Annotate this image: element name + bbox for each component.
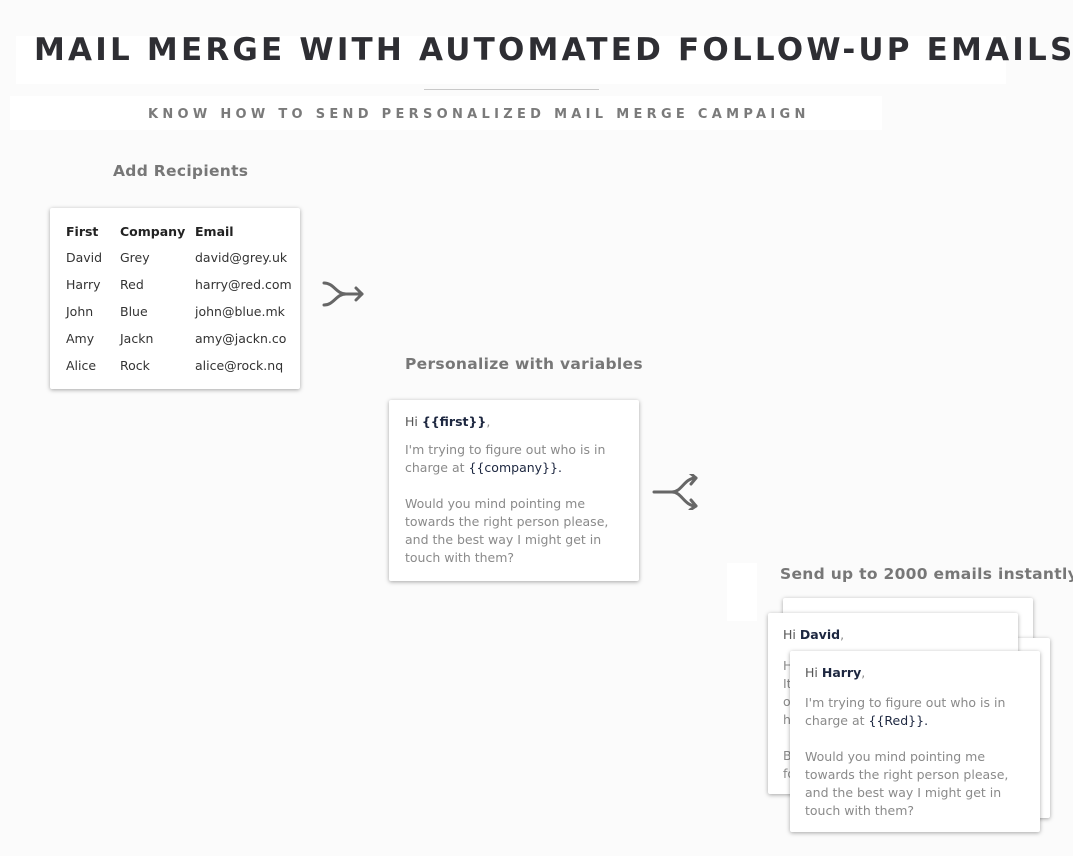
- step-label-send: Send up to 2000 emails instantly: [780, 565, 1073, 583]
- recipients-table: First Company Email David Grey david@gre…: [66, 218, 295, 379]
- table-header-row: First Company Email: [66, 218, 295, 244]
- cell-first: Amy: [66, 331, 95, 346]
- body-line: towards the right person please,: [805, 767, 1009, 782]
- greeting-line: Hi {{first}},: [405, 414, 491, 429]
- cell-company: Blue: [120, 304, 148, 319]
- body-line: I'm trying to figure out who is in: [405, 442, 606, 457]
- template-email-card: Hi {{first}}, I'm trying to figure out w…: [389, 400, 639, 581]
- merge-arrow-icon: [322, 280, 366, 308]
- cell-company: Jackn: [120, 331, 154, 346]
- greeting-line: Hi Harry,: [805, 665, 866, 680]
- recipients-card: First Company Email David Grey david@gre…: [50, 208, 300, 389]
- split-arrow-icon: [652, 474, 698, 510]
- body-line: charge at {{company}}.: [405, 460, 562, 475]
- column-header-first: First: [66, 223, 99, 239]
- variable-company: {{company}}.: [468, 460, 562, 475]
- title-divider: [424, 89, 599, 90]
- body-line: touch with them?: [805, 803, 915, 818]
- title-backdrop: [16, 36, 1006, 84]
- recipient-name: Harry: [821, 665, 862, 680]
- cell-first: John: [66, 304, 94, 319]
- page-subtitle: KNOW HOW TO SEND PERSONALIZED MAIL MERGE…: [148, 107, 810, 122]
- table-row: Harry Red harry@red.com: [66, 271, 295, 298]
- cell-email: david@grey.uk: [195, 250, 288, 265]
- table-row: Alice Rock alice@rock.nq: [66, 352, 295, 379]
- body-line: Would you mind pointing me: [805, 749, 986, 764]
- cell-email: alice@rock.nq: [195, 358, 284, 373]
- cell-company: Rock: [120, 358, 150, 373]
- column-header-email: Email: [195, 223, 234, 239]
- decorative-patch: [727, 563, 757, 621]
- cell-first: Alice: [66, 358, 97, 373]
- cell-email: harry@red.com: [195, 277, 292, 292]
- column-header-company: Company: [120, 223, 186, 239]
- cell-company: Red: [120, 277, 144, 292]
- cell-first: Harry: [66, 277, 101, 292]
- subtitle-backdrop: [10, 96, 882, 130]
- variable-company-value: {{Red}}.: [868, 713, 929, 728]
- body-line: touch with them?: [405, 550, 515, 565]
- email-body: Hi {{first}}, I'm trying to figure out w…: [405, 413, 608, 567]
- body-line: towards the right person please,: [405, 514, 609, 529]
- recipient-name: David: [799, 627, 841, 642]
- email-card-harry: Hi Harry, I'm trying to figure out who i…: [790, 651, 1040, 832]
- cell-company: Grey: [120, 250, 150, 265]
- table-row: Amy Jackn amy@jackn.co: [66, 325, 295, 352]
- body-line: I'm trying to figure out who is in: [805, 695, 1006, 710]
- cell-first: David: [66, 250, 103, 265]
- body-line: and the best way I might get in: [405, 532, 602, 547]
- body-line: Would you mind pointing me: [405, 496, 586, 511]
- step-label-add-recipients: Add Recipients: [113, 162, 249, 180]
- cell-email: amy@jackn.co: [195, 331, 287, 346]
- variable-first: {{first}}: [421, 414, 487, 429]
- body-line: and the best way I might get in: [805, 785, 1002, 800]
- email-body: Hi Harry, I'm trying to figure out who i…: [805, 664, 1008, 820]
- body-line: charge at {{Red}}.: [805, 713, 929, 728]
- table-row: John Blue john@blue.mk: [66, 298, 295, 325]
- page-title: MAIL MERGE WITH AUTOMATED FOLLOW-UP EMAI…: [34, 32, 1073, 68]
- step-label-personalize: Personalize with variables: [405, 355, 643, 373]
- cell-email: john@blue.mk: [195, 304, 285, 319]
- table-row: David Grey david@grey.uk: [66, 244, 295, 271]
